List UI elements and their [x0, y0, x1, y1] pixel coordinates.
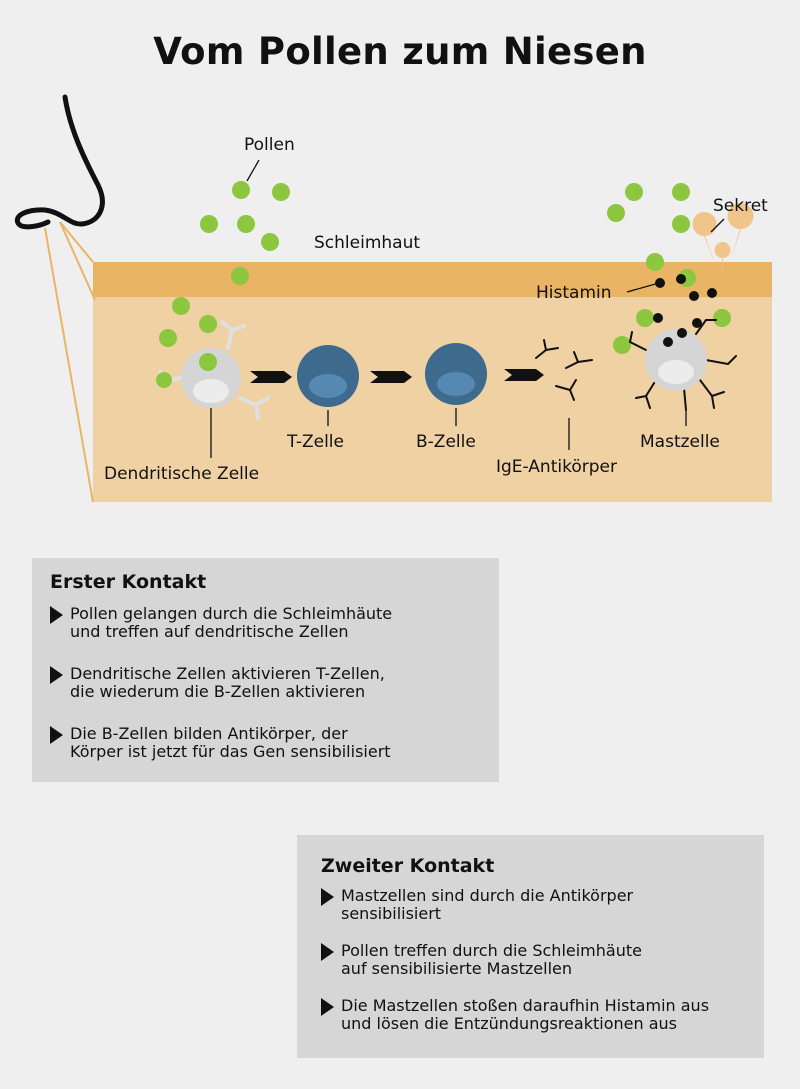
secretion-drop [727, 203, 754, 262]
pollen-grain [200, 215, 218, 233]
second-contact-panel: Zweiter Kontakt Mastzellen sind durch di… [297, 835, 764, 1058]
zoom-line-top [59, 221, 94, 263]
mucosa-layer [93, 262, 772, 297]
bullet-triangle-icon [321, 943, 334, 961]
pollen-grain [231, 267, 249, 285]
pollen-grain [199, 353, 217, 371]
pollen-grain [172, 297, 190, 315]
bullet-triangle-icon [50, 606, 63, 624]
label-b-zelle: B-Zelle [416, 432, 476, 452]
ige-antibodies [535, 339, 593, 401]
histamine-granule [689, 291, 699, 301]
t-cell-nucleus [309, 374, 347, 398]
pollen-grain [237, 215, 255, 233]
secretion-drops [692, 203, 754, 278]
label-pollen: Pollen [244, 135, 295, 155]
pollen-grain [613, 336, 631, 354]
antibody-icon [565, 351, 593, 369]
histamine-granule [677, 328, 687, 338]
pollen-grain [199, 315, 217, 333]
pollen-grain [672, 183, 690, 201]
bullet-triangle-icon [321, 888, 334, 906]
arrows [250, 369, 544, 383]
list-item: Die Mastzellen stoßen daraufhin Histamin… [321, 997, 764, 1033]
dendritic-cell-nucleus [193, 379, 229, 403]
arrow-icon [370, 371, 412, 383]
label-t-zelle: T-Zelle [286, 432, 344, 452]
pollen-grain [625, 183, 643, 201]
label-sekret: Sekret [713, 196, 768, 216]
pollen-grain [713, 309, 731, 327]
secretion-drop [714, 242, 731, 278]
secretion-drop [692, 212, 717, 266]
label-schleimhaut: Schleimhaut [314, 233, 420, 253]
pollen-grain [607, 204, 625, 222]
allergy-diagram: Pollen Schleimhaut Sekret Histamin Dendr… [14, 94, 772, 503]
first-contact-panel: Erster Kontakt Pollen gelangen durch die… [32, 558, 499, 782]
histamine-granule [676, 274, 686, 284]
zoom-line-upper [59, 221, 96, 301]
second-contact-heading: Zweiter Kontakt [321, 855, 495, 877]
label-dendritische-zelle: Dendritische Zelle [104, 464, 259, 484]
pollen-grain [272, 183, 290, 201]
leader-lines [210, 159, 725, 458]
pollen-grain [232, 181, 250, 199]
bullet-triangle-icon [50, 666, 63, 684]
histamine-granules [653, 274, 717, 347]
histamine-granule [653, 313, 663, 323]
pollen-grain [159, 329, 177, 347]
first-contact-heading: Erster Kontakt [50, 571, 207, 593]
page-title: Vom Pollen zum Niesen [153, 30, 647, 73]
pollen-grain [156, 372, 172, 388]
bullet-triangle-icon [50, 726, 63, 744]
bullet-triangle-icon [321, 998, 334, 1016]
antibody-icon [535, 339, 559, 359]
pollen-grain [646, 253, 664, 271]
histamine-granule [692, 318, 702, 328]
label-mastzelle: Mastzelle [640, 432, 720, 452]
label-histamin: Histamin [536, 283, 612, 303]
t-cell [297, 345, 359, 407]
histamine-granule [663, 337, 673, 347]
pollen-grain [636, 309, 654, 327]
nose-icon [14, 94, 105, 230]
list-item: Dendritische Zellen aktivieren T-Zellen,… [50, 665, 499, 701]
zoom-line-bottom [44, 227, 94, 503]
histamine-granule [655, 278, 665, 288]
pollen-grain [672, 215, 690, 233]
antibody-icon [555, 379, 577, 401]
arrow-icon [250, 371, 292, 383]
histamine-granule [707, 288, 717, 298]
mast-cell-nucleus [658, 360, 694, 384]
mast-cell [629, 319, 737, 411]
arrow-icon [504, 369, 544, 381]
b-cell-nucleus [437, 372, 475, 396]
dendritic-cell [156, 320, 270, 420]
pollen-grain [261, 233, 279, 251]
label-ige-antikoerper: IgE-Antikörper [496, 457, 617, 477]
b-cell [425, 343, 487, 405]
